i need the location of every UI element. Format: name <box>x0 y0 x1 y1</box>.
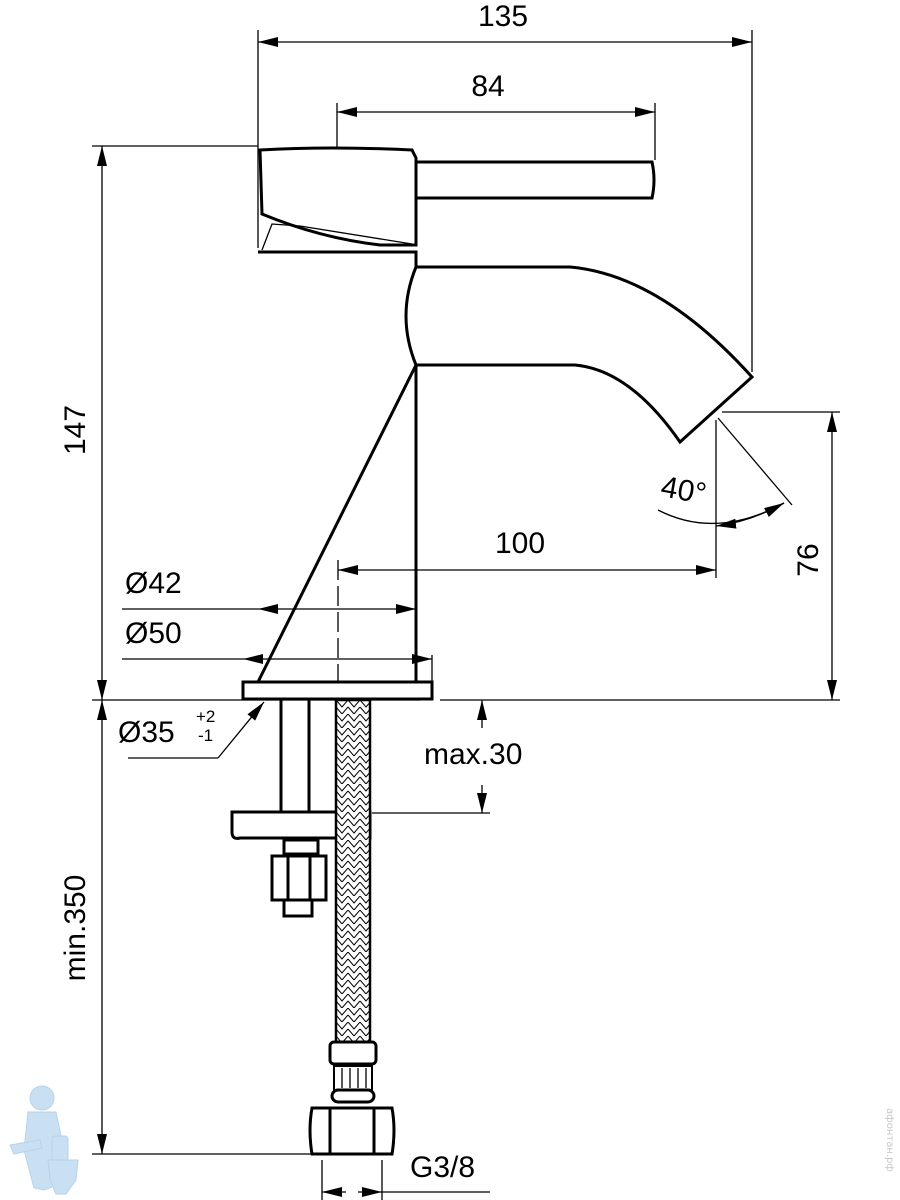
clamp-plate <box>230 810 372 840</box>
handle-lever <box>416 160 656 200</box>
dim-overall-width: 135 <box>478 0 528 33</box>
dim-spout-angle: 40° <box>658 470 708 510</box>
dim-min-hose: min.350 <box>59 875 92 982</box>
braided-hose <box>308 698 396 1156</box>
base-flange <box>241 680 434 701</box>
hex-nut <box>270 854 328 902</box>
dim-spout-projection: 100 <box>495 527 545 560</box>
handle-cap <box>258 146 418 247</box>
faucet-outline <box>241 146 755 701</box>
dim-base-diameter: Ø50 <box>125 617 182 650</box>
dim-thread: G3/8 <box>410 1151 475 1184</box>
dim-hole-tol-minus: -1 <box>198 726 213 745</box>
nut-top <box>282 838 320 856</box>
dim-spout-height: 76 <box>792 543 825 576</box>
body-cylinder <box>255 250 418 684</box>
dim-hole-diameter: Ø35 <box>118 716 175 749</box>
cap-wedge <box>261 223 413 251</box>
spout <box>404 265 755 445</box>
dim-hole-tol-plus: +2 <box>196 707 215 726</box>
dim-body-diameter: Ø42 <box>125 567 182 600</box>
dim-handle-length: 84 <box>471 70 504 103</box>
connector-nut <box>308 1106 396 1156</box>
watermark-text: афонтан.рф <box>884 1108 895 1172</box>
dimension-lines <box>92 30 840 1200</box>
plumber-mascot-icon <box>9 1085 79 1195</box>
nut-bottom <box>282 898 314 918</box>
dim-overall-height: 147 <box>59 405 92 455</box>
dim-max-deck: max.30 <box>424 738 522 771</box>
mounting-assembly <box>230 700 372 918</box>
